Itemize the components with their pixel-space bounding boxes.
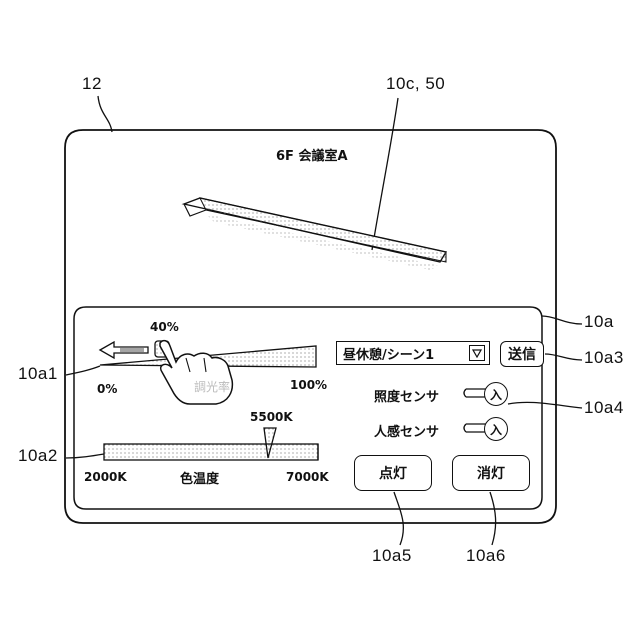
ref-label-off-button: 10a6: [466, 546, 506, 566]
motion-sensor-toggle[interactable]: 入: [484, 417, 508, 441]
leader-10a5: [394, 492, 403, 545]
light-off-button[interactable]: 消灯: [452, 455, 530, 491]
color-temp-bar: [104, 444, 318, 460]
leader-10a6: [490, 492, 496, 545]
motion-toggle-track: [464, 424, 486, 432]
dimmer-min-label: 0%: [97, 382, 117, 396]
leader-10c: [372, 98, 398, 250]
ref-label-screen-image: 10c, 50: [386, 74, 445, 94]
motion-sensor-label: 人感センサ: [374, 421, 439, 440]
ref-label-dimmer: 10a1: [18, 364, 58, 384]
ref-label-sensors: 10a4: [584, 398, 624, 418]
light-on-button[interactable]: 点灯: [354, 455, 432, 491]
illuminance-sensor-label: 照度センサ: [374, 386, 439, 405]
leader-10a3: [545, 354, 582, 360]
send-button[interactable]: 送信: [500, 341, 544, 367]
double-arrow-icon: [100, 342, 148, 358]
color-temp-value-label: 5500K: [250, 410, 293, 424]
ref-label-device: 12: [82, 74, 102, 94]
color-temp-min-label: 2000K: [84, 470, 127, 484]
leader-10a4: [508, 402, 582, 408]
scene-select[interactable]: 昼休憩/シーン1: [336, 341, 490, 365]
leader-10a2: [66, 454, 104, 458]
ref-label-send: 10a3: [584, 348, 624, 368]
illuminance-toggle-track: [464, 389, 486, 397]
ref-label-panel: 10a: [584, 312, 614, 332]
ceiling-light-fixture-icon: [184, 198, 446, 270]
ref-label-on-button: 10a5: [372, 546, 412, 566]
color-temp-max-label: 7000K: [286, 470, 329, 484]
leader-10a1: [66, 366, 100, 375]
room-title: 6F 会議室A: [276, 145, 348, 164]
leader-10a: [542, 316, 582, 324]
scene-select-value: 昼休憩/シーン1: [343, 344, 434, 363]
triangle-down-icon[interactable]: [469, 345, 485, 361]
illuminance-sensor-toggle[interactable]: 入: [484, 382, 508, 406]
dimmer-value-label: 40%: [150, 320, 179, 334]
dimmer-caption-obscured: 調光率: [194, 378, 230, 395]
ref-label-color-temp: 10a2: [18, 446, 58, 466]
leader-12: [98, 96, 112, 132]
dimmer-max-label: 100%: [290, 378, 327, 392]
color-temp-title: 色温度: [180, 468, 219, 487]
